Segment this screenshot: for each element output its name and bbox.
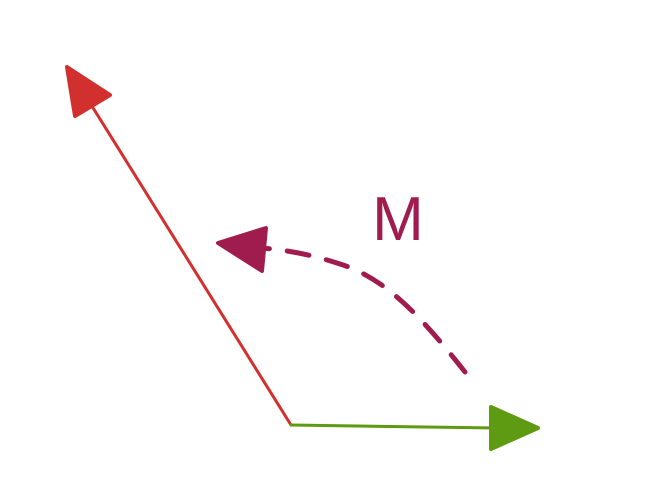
map-arrow-arrowhead — [216, 226, 268, 273]
red-vector-shaft — [88, 101, 293, 427]
green-vector-shaft — [289, 423, 498, 430]
red-vector — [65, 65, 293, 427]
green-vector — [289, 405, 540, 451]
red-vector-arrowhead — [65, 65, 112, 118]
map-arrow-dashed-curve — [259, 245, 468, 375]
green-vector-arrowhead — [489, 405, 540, 451]
map-label: M — [372, 185, 424, 254]
map-arrow — [216, 226, 468, 375]
